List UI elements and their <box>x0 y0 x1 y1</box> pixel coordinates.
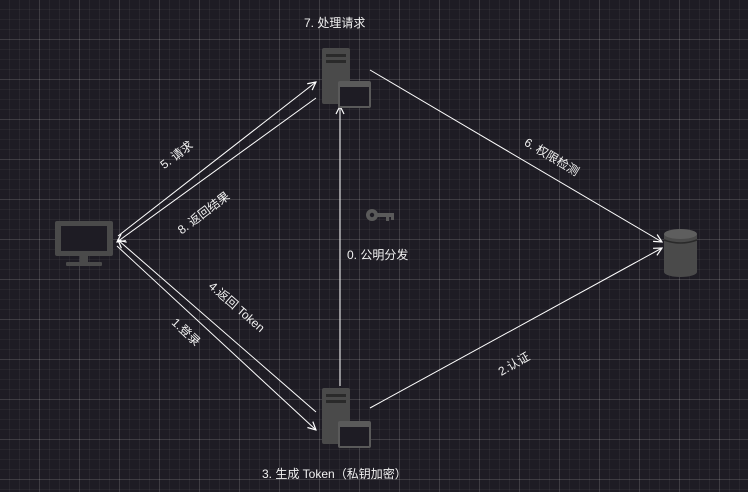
edge-login <box>116 245 316 430</box>
server-icon-top <box>322 48 371 108</box>
bottom-server-label: 3. 生成 Token（私钥加密） <box>262 467 407 481</box>
database-icon <box>663 229 698 277</box>
top-server-label: 7. 处理请求 <box>304 16 366 30</box>
edge-permission-check <box>369 69 662 242</box>
key-icon <box>366 209 394 221</box>
server-icon-bottom <box>322 388 371 448</box>
edge-return-token <box>118 240 317 413</box>
edge-label-public-key: 0. 公明分发 <box>347 248 409 262</box>
edge-auth <box>369 248 662 409</box>
computer-icon <box>55 221 113 266</box>
edge-return-result <box>117 97 317 242</box>
edge-request <box>117 82 316 237</box>
